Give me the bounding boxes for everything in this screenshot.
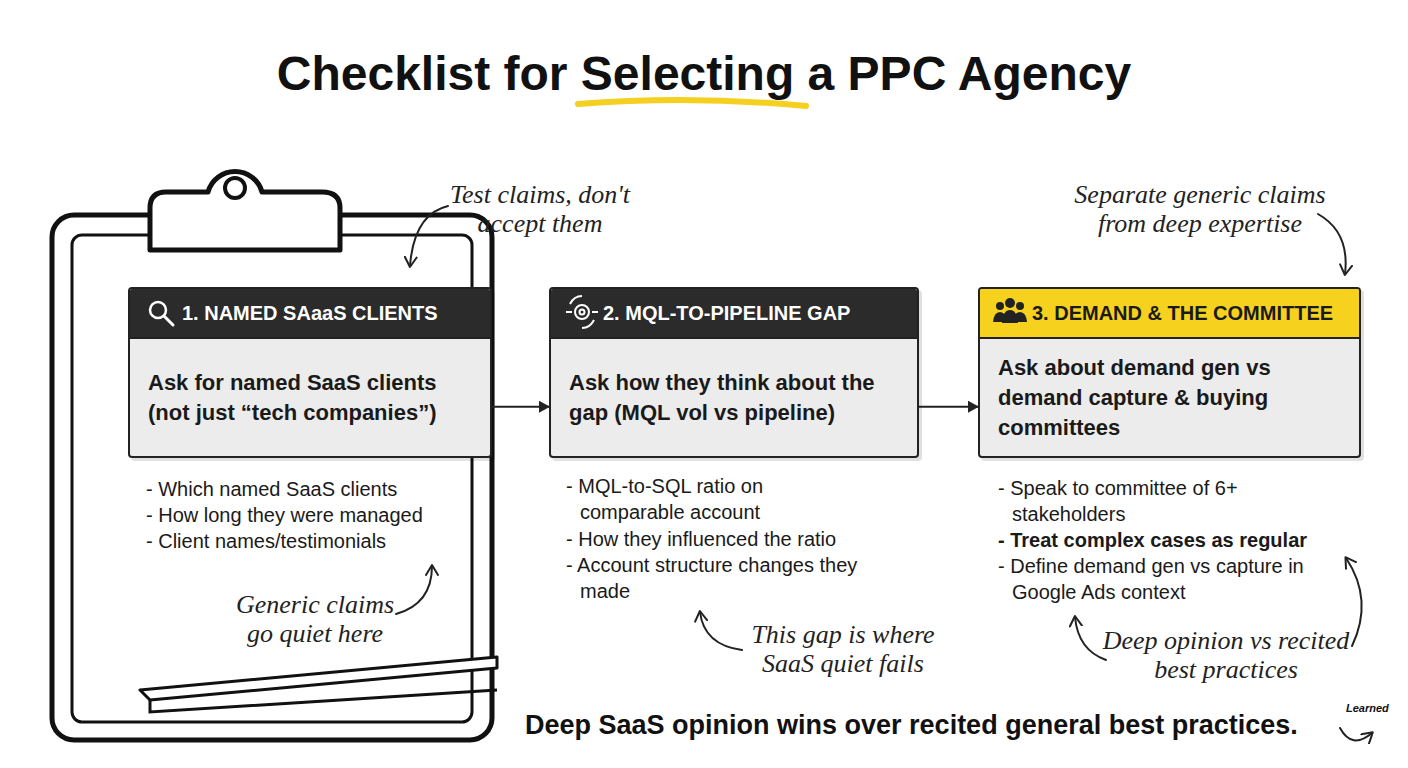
footer-takeaway: Deep SaaS opinion wins over recited gene…	[525, 710, 1345, 741]
logo-swoosh	[1340, 728, 1372, 740]
bullet-item: - How long they were managed	[146, 502, 490, 528]
brand-logo: Learned	[1346, 702, 1406, 714]
magnifier-icon	[150, 302, 173, 325]
people-icon	[993, 298, 1027, 323]
handwritten-note: Test claims, don't accept them	[440, 180, 640, 238]
bullet-item: - Speak to committee of 6+ stakeholders	[998, 475, 1292, 527]
annotation-arrow	[396, 566, 432, 614]
annotation-arrow	[1318, 214, 1346, 274]
bullet-item: - How they influenced the ratio	[566, 526, 910, 552]
card-heading: 1. NAMED SAaaS CLIENTS	[130, 289, 490, 339]
paper-sheet-edge	[150, 690, 497, 712]
clipboard-clip	[150, 171, 340, 250]
checklist-card: 2. MQL-TO-PIPELINE GAPAsk how they think…	[549, 287, 919, 458]
handwritten-note: Deep opinion vs recited best practices	[1092, 626, 1360, 684]
handwritten-note: This gap is where SaaS quiet fails	[738, 620, 948, 678]
checklist-card: 1. NAMED SAaaS CLIENTSAsk for named SaaS…	[128, 287, 492, 458]
card-heading: 2. MQL-TO-PIPELINE GAP	[551, 289, 917, 339]
flow-arrow	[919, 406, 978, 408]
checklist-card: 3. DEMAND & THE COMMITTEEAsk about deman…	[978, 287, 1361, 458]
annotation-arrow	[700, 612, 742, 650]
annotation-arrow	[1346, 558, 1362, 646]
card-body: Ask how they think about the gap (MQL vo…	[551, 339, 917, 456]
bullet-item: - Define demand gen vs capture in Google…	[998, 553, 1307, 605]
bullet-item: - Client names/testimonials	[146, 528, 490, 554]
diagram-title: Checklist for Selecting a PPC Agency	[0, 44, 1408, 104]
card-body: Ask about demand gen vs demand capture &…	[980, 339, 1359, 456]
annotation-arrow	[1075, 617, 1106, 660]
card-heading: 3. DEMAND & THE COMMITTEE	[980, 289, 1359, 339]
title-underline	[578, 100, 806, 106]
bullet-item: - MQL-to-SQL ratio on comparable account	[566, 473, 830, 525]
process-icon	[566, 296, 598, 328]
clipboard-board	[52, 215, 492, 740]
clip-hole	[225, 178, 245, 198]
bullet-item: - Which named SaaS clients	[146, 476, 490, 502]
handwritten-note: Separate generic claims from deep expert…	[1060, 180, 1340, 238]
card-body: Ask for named SaaS clients (not just “te…	[130, 339, 490, 456]
annotation-arrows	[396, 206, 1372, 740]
flow-arrow	[492, 406, 549, 408]
annotation-arrow	[410, 206, 448, 266]
handwritten-note: Generic claims go quiet here	[225, 590, 405, 648]
bullet-item: - Treat complex cases as regular	[998, 527, 1372, 553]
bullet-item: - Account structure changes they made	[566, 552, 860, 604]
